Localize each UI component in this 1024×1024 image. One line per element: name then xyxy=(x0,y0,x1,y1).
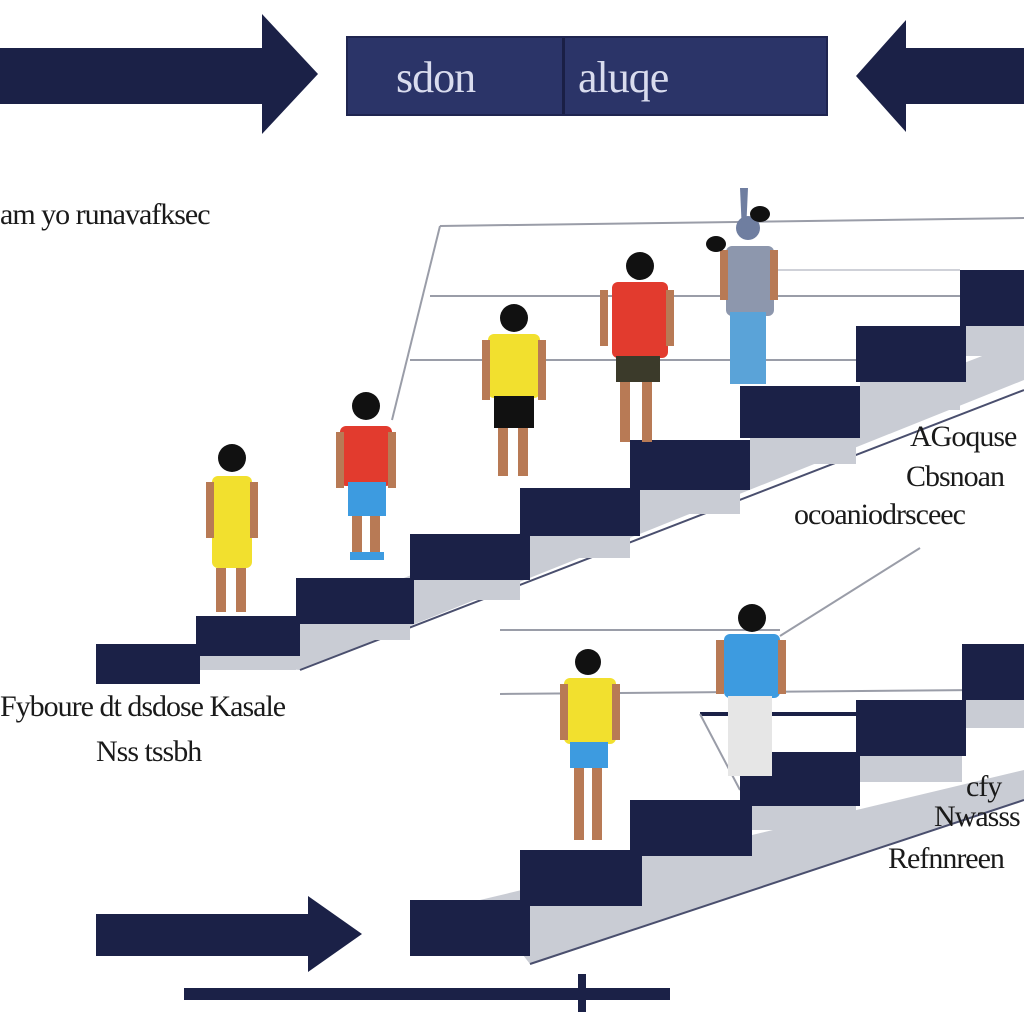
person-5 xyxy=(706,188,778,384)
arrow-left-top-icon xyxy=(856,20,1024,132)
title-divider xyxy=(562,38,565,114)
person-6 xyxy=(560,649,620,840)
timeline-bar xyxy=(184,988,670,1000)
title-right-text: aluqe xyxy=(578,53,669,102)
label-top-left: am yo runavafksec xyxy=(0,198,211,231)
lower-staircase xyxy=(410,644,1024,965)
person-4 xyxy=(600,252,674,442)
label-mid-left-1: Fyboure dt dsdose Kasale xyxy=(0,690,286,723)
timeline-marker xyxy=(578,974,586,1012)
label-right-4: cfy xyxy=(966,770,1002,803)
label-right-1: AGoquse xyxy=(910,420,1017,453)
arrow-right-top-icon xyxy=(0,14,318,134)
title-banner: sdon aluqe xyxy=(346,36,828,116)
person-3 xyxy=(482,304,546,476)
upper-staircase xyxy=(96,270,1024,684)
label-right-2: Cbsnoan xyxy=(906,460,1005,493)
label-right-5: Nwasss xyxy=(934,800,1021,833)
label-mid-left-2: Nss tssbh xyxy=(96,735,202,768)
person-1 xyxy=(206,444,258,612)
person-2 xyxy=(336,392,396,560)
title-left-text: sdon xyxy=(396,53,476,102)
person-7 xyxy=(716,604,786,776)
label-right-3: ocoaniodrsceec xyxy=(794,498,966,531)
label-right-6: Refnnreen xyxy=(888,842,1005,875)
arrow-right-bottom-icon xyxy=(96,896,362,972)
